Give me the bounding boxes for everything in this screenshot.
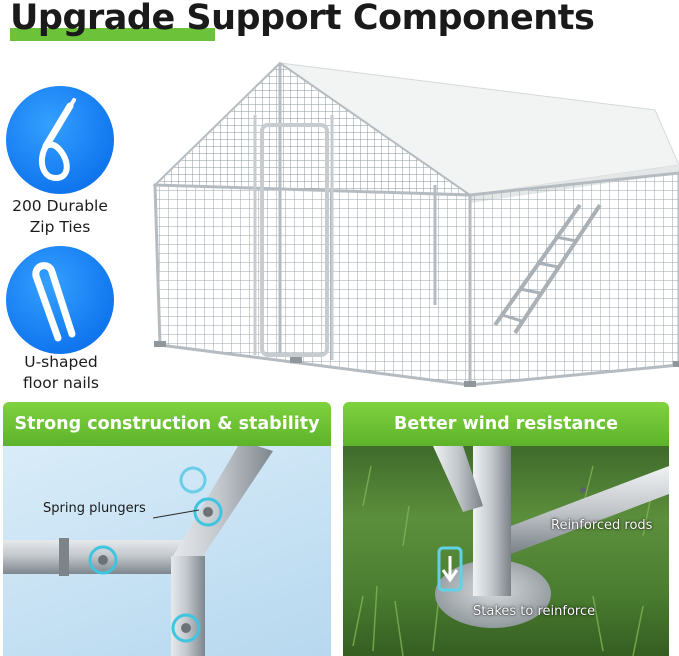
title-highlight-bar <box>10 28 215 41</box>
title-block: Upgrade Support Components <box>10 0 670 46</box>
wind-resistance-panel-title: Better wind resistance <box>343 402 669 446</box>
stakes-label: Stakes to reinforce <box>473 604 596 619</box>
down-arrow-icon <box>441 556 459 583</box>
u-nail-caption: U-shaped floor nails <box>22 353 100 392</box>
pipe-joint-illustration <box>3 446 273 656</box>
vertical-rod <box>473 446 511 596</box>
ramp-ladder <box>493 203 602 335</box>
page-title: Upgrade Support Components <box>10 0 595 38</box>
u-nail-icon <box>32 262 76 342</box>
construction-panel-title: Strong construction & stability <box>3 402 331 446</box>
side-wall-mesh <box>468 171 679 387</box>
construction-panel-body: Spring plungers <box>3 446 331 656</box>
zip-tie-badge <box>6 86 114 194</box>
chicken-coop-illustration <box>152 61 679 387</box>
spring-plungers-label: Spring plungers <box>43 501 146 516</box>
zip-tie-icon <box>38 98 76 182</box>
construction-panel: Strong construction & stability <box>3 402 331 656</box>
coop-door <box>260 123 329 357</box>
reinforced-rod <box>511 466 669 554</box>
reinforced-base-illustration <box>352 446 669 656</box>
wind-resistance-panel-body: Reinforced rods Stakes to reinforce <box>343 446 669 656</box>
u-nail-badge <box>6 246 114 354</box>
wind-resistance-panel: Better wind resistance <box>343 402 669 656</box>
reinforced-rods-label: Reinforced rods <box>551 518 653 533</box>
zip-tie-caption: 200 Durable Zip Ties <box>12 197 108 236</box>
